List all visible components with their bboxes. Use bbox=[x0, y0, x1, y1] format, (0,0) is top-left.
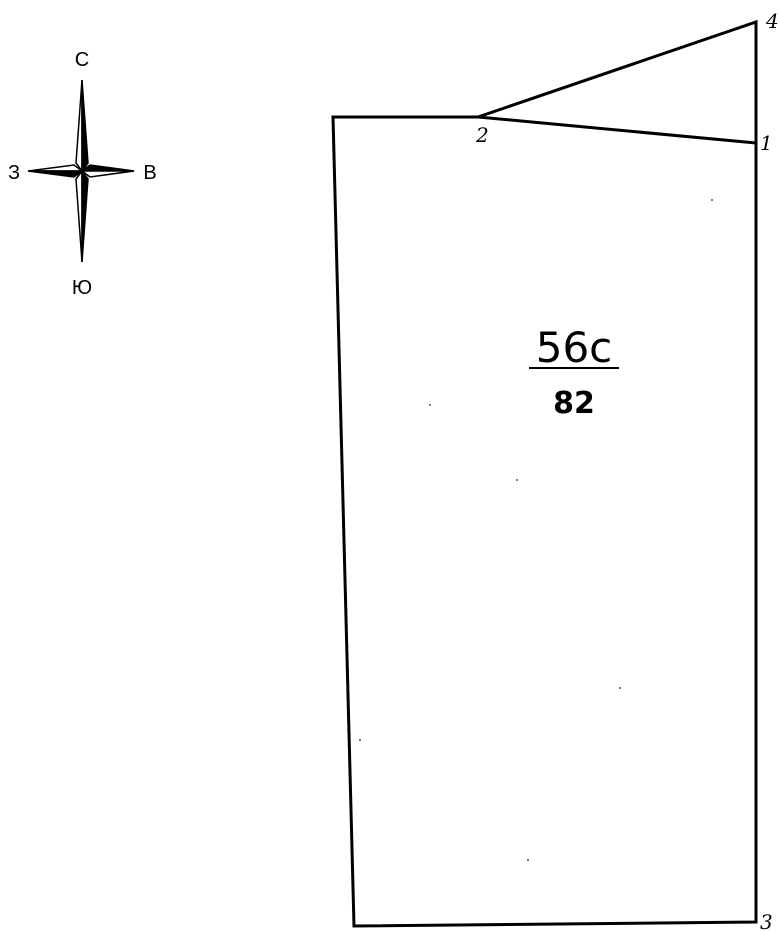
compass-south-arm-right bbox=[81, 168, 89, 263]
compass-east-label: В bbox=[143, 162, 156, 184]
parcel-boundary bbox=[331, 115, 758, 928]
compass-east-arm-top bbox=[79, 164, 135, 172]
compass-west-arm-top bbox=[27, 164, 85, 172]
speckle bbox=[527, 859, 529, 861]
point-label-3: 3 bbox=[760, 910, 773, 931]
compass-rose-icon: С Ю З В bbox=[8, 49, 157, 299]
scan-speckles bbox=[359, 199, 713, 861]
compass-west-arm-bottom bbox=[27, 170, 85, 178]
parcel-number-label: 56с bbox=[536, 323, 613, 372]
compass-north-arm-left bbox=[75, 79, 83, 174]
speckle bbox=[619, 687, 621, 689]
compass-east-arm-bottom bbox=[79, 170, 135, 178]
speckle bbox=[516, 479, 518, 481]
point-label-2: 2 bbox=[475, 123, 489, 147]
speckle bbox=[359, 739, 361, 741]
compass-north-label: С bbox=[75, 49, 89, 71]
parcel-triangle-boundary bbox=[477, 19, 758, 143]
compass-south-arm-left bbox=[75, 168, 83, 263]
compass-west-label: З bbox=[8, 162, 20, 184]
point-label-4: 4 bbox=[765, 9, 779, 33]
compass-north-arm-right bbox=[81, 79, 89, 174]
compass-south-label: Ю bbox=[72, 277, 92, 299]
point-label-1: 1 bbox=[760, 131, 773, 155]
parcel-area-label: 82 bbox=[553, 386, 595, 421]
speckle bbox=[429, 404, 431, 406]
speckle bbox=[711, 199, 713, 201]
